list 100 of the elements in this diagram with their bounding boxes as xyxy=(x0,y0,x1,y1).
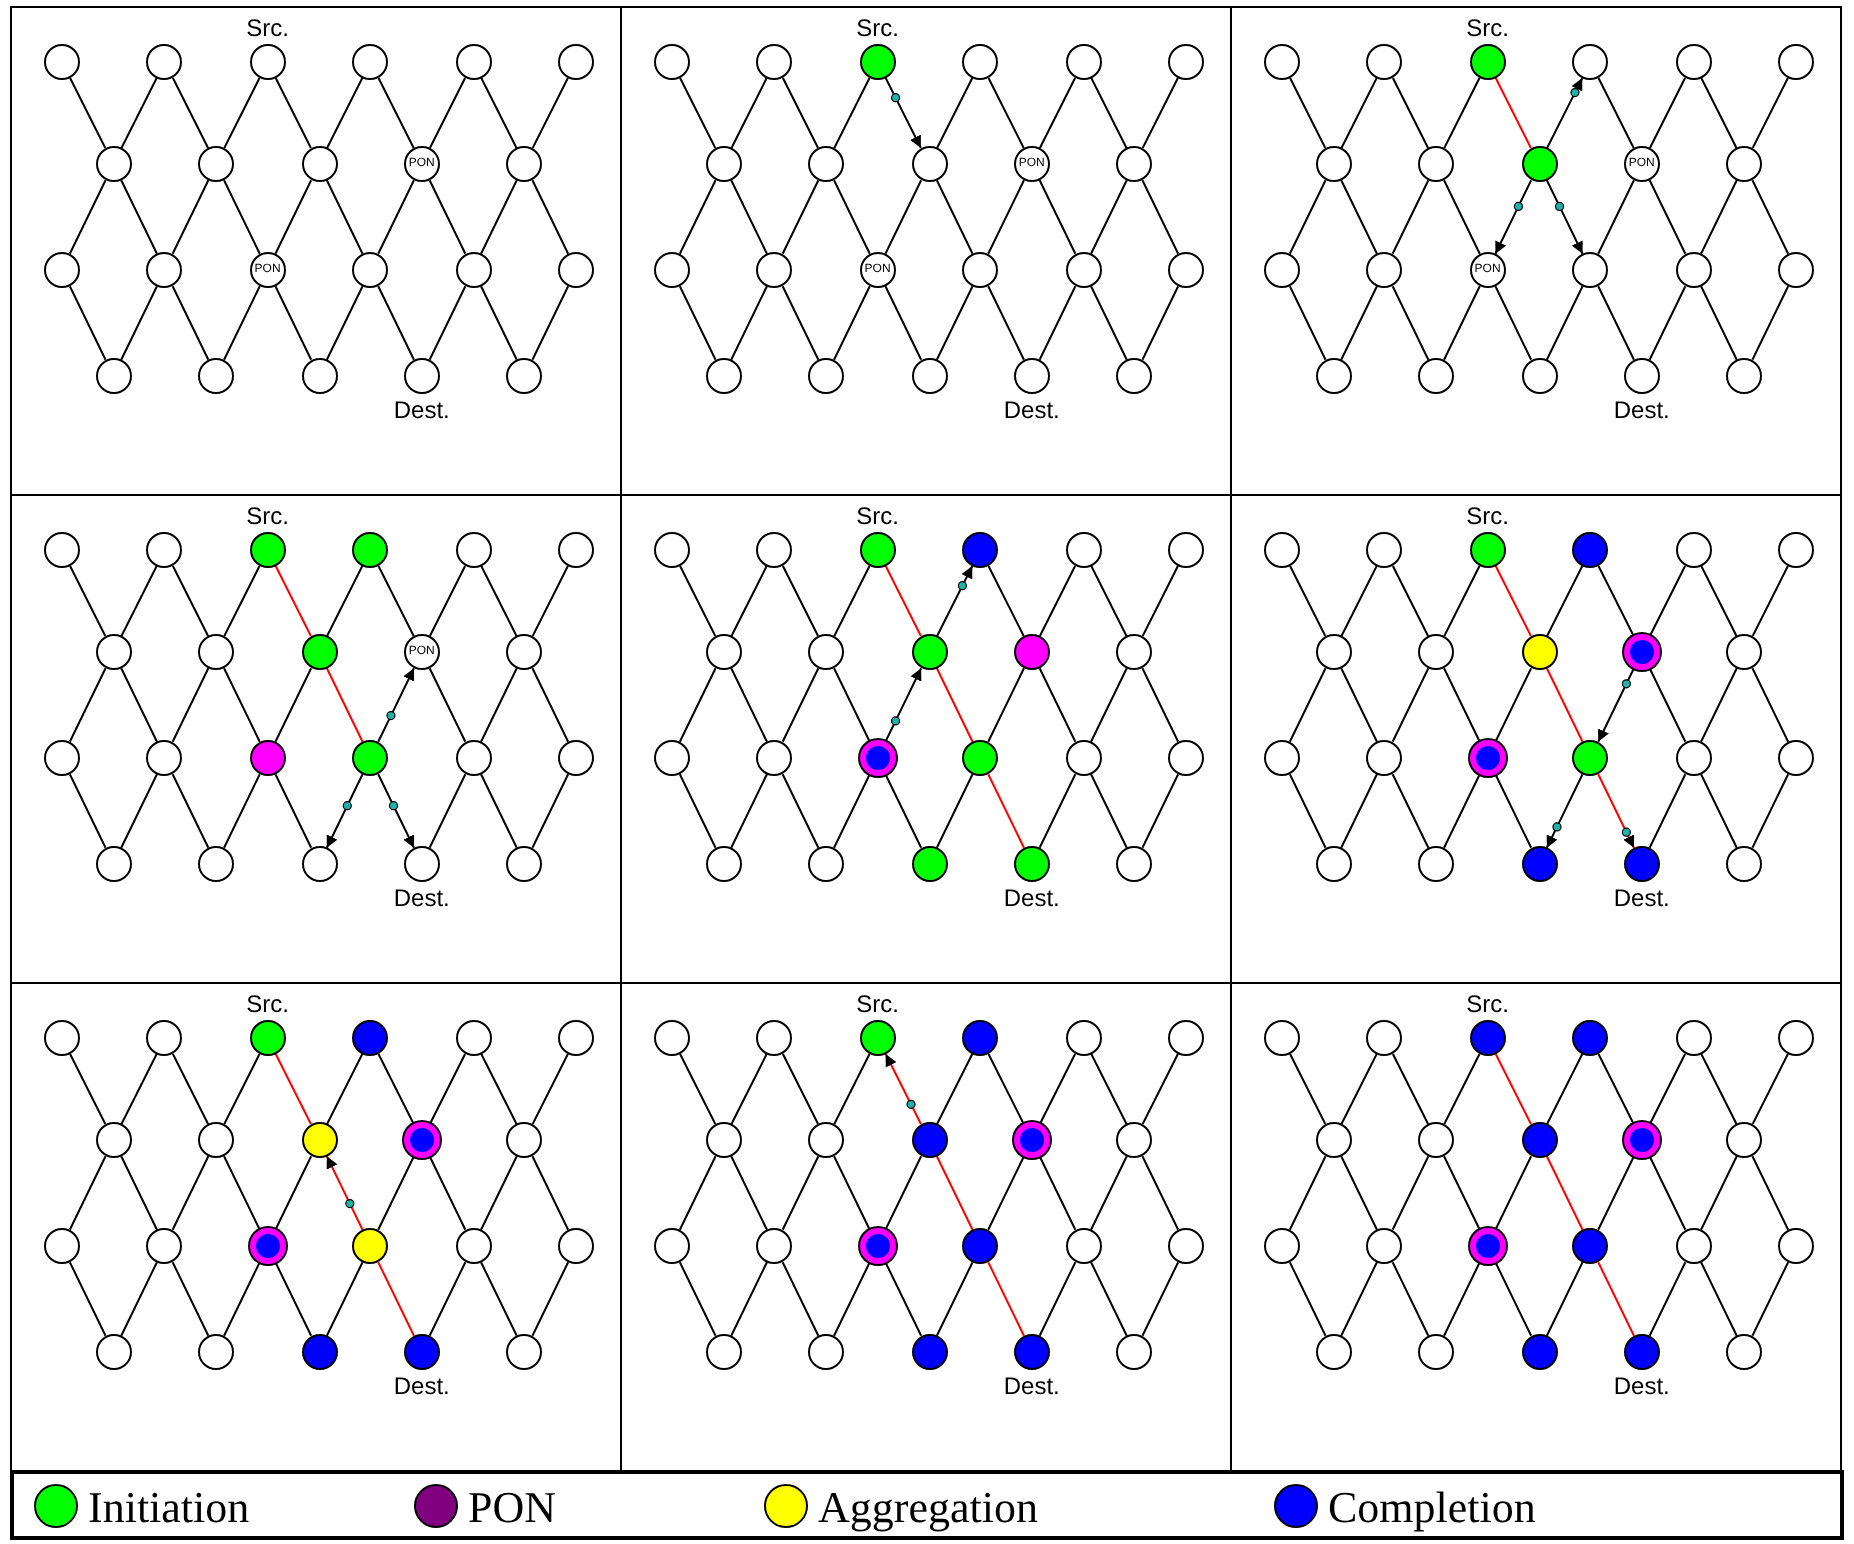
connector-line xyxy=(171,667,210,743)
node-circle xyxy=(249,740,286,776)
connector-line xyxy=(1494,1261,1533,1337)
connector-line xyxy=(377,1155,415,1231)
connector-line xyxy=(325,1261,364,1337)
node-circle xyxy=(1315,846,1352,882)
node-circle xyxy=(403,358,440,394)
connector-line xyxy=(120,285,158,361)
node-circle xyxy=(198,634,235,670)
node-circle xyxy=(1168,1228,1204,1264)
connector-line xyxy=(68,1261,107,1337)
node-circle xyxy=(1572,1020,1609,1056)
node-circle xyxy=(1778,532,1814,568)
node-circle xyxy=(249,44,286,80)
connector-line xyxy=(1700,565,1738,637)
node-circle xyxy=(1116,146,1153,182)
connector-line xyxy=(1597,77,1635,149)
node-caption: Src. xyxy=(246,16,289,42)
node-circle xyxy=(1366,1228,1403,1264)
connector-line xyxy=(1648,179,1687,255)
connector-line xyxy=(68,773,107,849)
connector-line xyxy=(1141,179,1180,255)
connector-line xyxy=(730,565,768,637)
connector-line xyxy=(1494,1053,1532,1125)
connector-line xyxy=(1443,773,1481,849)
connector-line xyxy=(1443,77,1481,149)
connector-line xyxy=(1751,285,1790,361)
connector-line xyxy=(1648,1053,1687,1125)
node-circle xyxy=(506,1122,543,1158)
node-circle xyxy=(962,252,999,288)
legend-label: Completion xyxy=(1328,1482,1536,1534)
connector-line xyxy=(1546,1053,1584,1125)
connector-line xyxy=(120,667,158,743)
connector-line xyxy=(428,565,467,637)
connector-line xyxy=(678,285,717,361)
node-circle xyxy=(1366,740,1403,776)
node-circle xyxy=(756,532,793,568)
node-circle xyxy=(95,1334,132,1370)
connector-line xyxy=(1700,667,1738,743)
node-circle xyxy=(301,1334,337,1370)
node-circle xyxy=(962,44,999,80)
node-circle xyxy=(301,358,337,394)
connector-line xyxy=(1038,773,1077,849)
connector-line xyxy=(1340,1155,1378,1231)
node-circle xyxy=(911,846,947,882)
node-circle xyxy=(146,740,183,776)
connector-line xyxy=(223,77,261,149)
node-circle xyxy=(1065,1020,1102,1056)
connector-line xyxy=(377,77,415,149)
connector-line xyxy=(274,1155,313,1231)
connector-line xyxy=(884,1155,923,1231)
connector-line xyxy=(171,773,210,849)
node-circle xyxy=(352,740,389,776)
connector-line xyxy=(833,1053,871,1125)
node-circle xyxy=(705,358,742,394)
node-circle xyxy=(1315,146,1352,182)
connector-line xyxy=(1751,77,1789,149)
connector-line xyxy=(428,1053,467,1125)
connector-line xyxy=(120,773,158,849)
node-circle xyxy=(1418,358,1455,394)
node-circle xyxy=(1469,532,1506,568)
node-circle xyxy=(654,532,690,568)
connector-line xyxy=(1289,565,1327,637)
node-caption: Src. xyxy=(246,504,289,530)
node-circle xyxy=(1168,1020,1204,1056)
connector-line xyxy=(1443,565,1481,637)
connector-line xyxy=(935,1155,974,1231)
connector-line xyxy=(1443,179,1481,255)
node-circle xyxy=(455,1020,492,1056)
node-circle xyxy=(146,252,183,288)
node-circle xyxy=(962,1020,999,1056)
connector-line xyxy=(428,773,467,849)
connector-line xyxy=(1090,565,1128,637)
connector-line xyxy=(68,667,107,743)
node-circle xyxy=(198,146,235,182)
node-circle xyxy=(146,1020,183,1056)
connector-line xyxy=(68,1155,107,1231)
connector-line xyxy=(531,285,570,361)
node-circle xyxy=(506,358,543,394)
connector-line xyxy=(326,565,364,637)
node-circle xyxy=(1264,1020,1300,1056)
connector-line xyxy=(730,773,768,849)
node-circle xyxy=(249,532,286,568)
node-circle xyxy=(756,740,793,776)
connector-line xyxy=(1648,285,1687,361)
connector-line xyxy=(935,285,974,361)
node-circle xyxy=(654,252,690,288)
connector-line xyxy=(1141,1261,1180,1337)
node-circle xyxy=(1675,740,1712,776)
connector-line xyxy=(987,1155,1025,1231)
node-circle xyxy=(1065,740,1102,776)
node-circle xyxy=(1521,1334,1557,1370)
connector-line xyxy=(1700,285,1738,361)
node-circle xyxy=(911,1122,947,1158)
connector-line xyxy=(325,1155,364,1231)
connector-line xyxy=(1494,773,1533,849)
node-circle xyxy=(249,1020,286,1056)
connector-line xyxy=(1700,179,1738,255)
connector-line xyxy=(678,1261,717,1337)
node-circle xyxy=(808,358,845,394)
